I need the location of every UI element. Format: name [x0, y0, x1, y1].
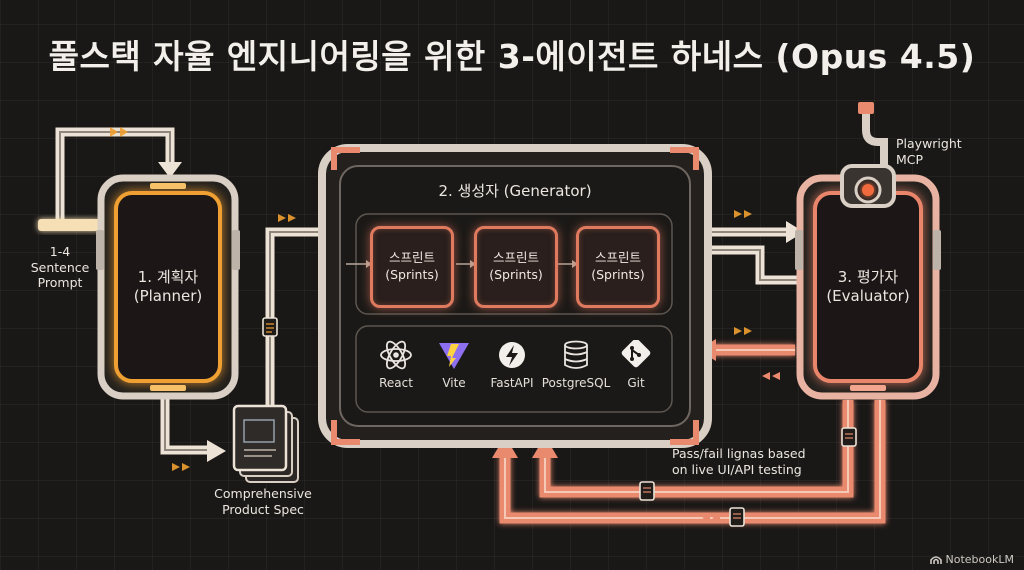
planner-node [96, 174, 240, 400]
evaluator-label: 3. 평가자 (Evaluator) [826, 268, 910, 305]
sprint-box-1: 스프린트 (Sprints) [370, 226, 454, 308]
doc-icon-spec-pipe [262, 317, 278, 337]
tech-react: React [356, 340, 436, 390]
arrowhead-to-spec [207, 440, 226, 462]
generator-title: 2. 생성자 (Generator) [438, 182, 592, 200]
evaluator-node [795, 174, 941, 400]
page-title: 풀스택 자율 엔지니어링을 위한 3-에이전트 하네스 (Opus 4.5) [48, 37, 976, 76]
tech-vite: Vite [414, 340, 494, 390]
doc-icon-feedback-2 [639, 481, 655, 501]
database-icon [564, 340, 588, 369]
pipe-generator-to-evaluator-2 [708, 245, 808, 285]
tech-git: Git [596, 340, 676, 390]
doc-icon-feedback-1 [841, 427, 857, 447]
playwright-label: Playwright MCP [896, 136, 962, 167]
spec-label: Comprehensive Product Spec [214, 486, 312, 517]
tech-fastapi: FastAPI [472, 340, 552, 390]
fastapi-icon [499, 342, 525, 368]
sprint-box-3: 스프린트 (Sprints) [576, 226, 660, 308]
planner-label: 1. 계획자 (Planner) [133, 268, 203, 305]
feedback-label: Pass/fail lignas based on live UI/API te… [672, 446, 806, 477]
tech-postgresql: PostgreSQL [536, 340, 616, 390]
vite-icon [439, 343, 469, 369]
notebooklm-logo: NotebookLM [929, 553, 1014, 566]
doc-icon-feedback-3 [729, 507, 745, 527]
arrowhead-to-planner [158, 162, 182, 178]
react-icon [380, 340, 412, 370]
pipe-planner-to-spec [160, 395, 210, 455]
git-icon [621, 340, 651, 368]
input-glow [38, 219, 100, 231]
input-prompt-label: 1-4 Sentence Prompt [30, 244, 90, 291]
notebooklm-icon [929, 555, 942, 564]
spec-document-icon [232, 404, 299, 483]
sprint-box-2: 스프린트 (Sprints) [474, 226, 558, 308]
playwright-tool-icon [840, 102, 896, 208]
